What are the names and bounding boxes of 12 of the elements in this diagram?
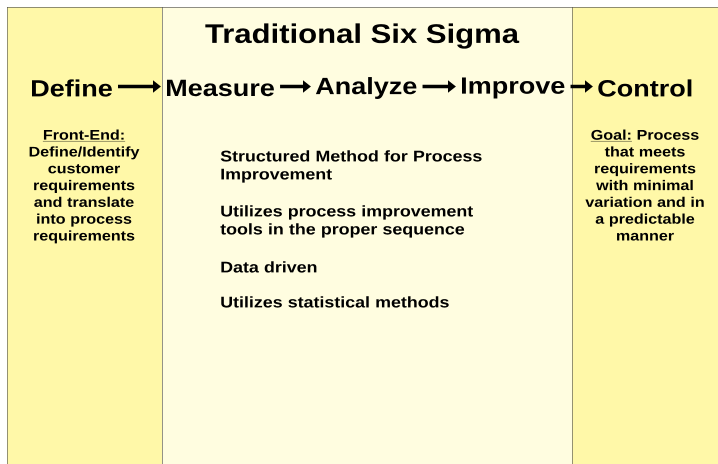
- description-text: Front-End: Define/Identify customer requirements and translate into process requirements: [30, 130, 140, 244]
- phase-label: Control: [598, 79, 692, 97]
- phase-label: Measure: [167, 80, 274, 96]
- description-text: Goal: Process that meets requirements with minimal variation and in a predictable manner: [585, 130, 704, 241]
- title: Traditional Six Sigma: [205, 23, 520, 49]
- list-item: Utilizes process improvement tools in the proper sequence: [220, 205, 473, 238]
- phase-label: Define: [32, 79, 112, 97]
- list-item: Utilizes statistical methods: [221, 296, 449, 308]
- phase-label: Analyze: [316, 77, 416, 99]
- list-item: Structured Method for Process Improvement: [220, 150, 482, 183]
- phase-label: Improve: [462, 77, 564, 99]
- list-item: Data driven: [221, 261, 316, 273]
